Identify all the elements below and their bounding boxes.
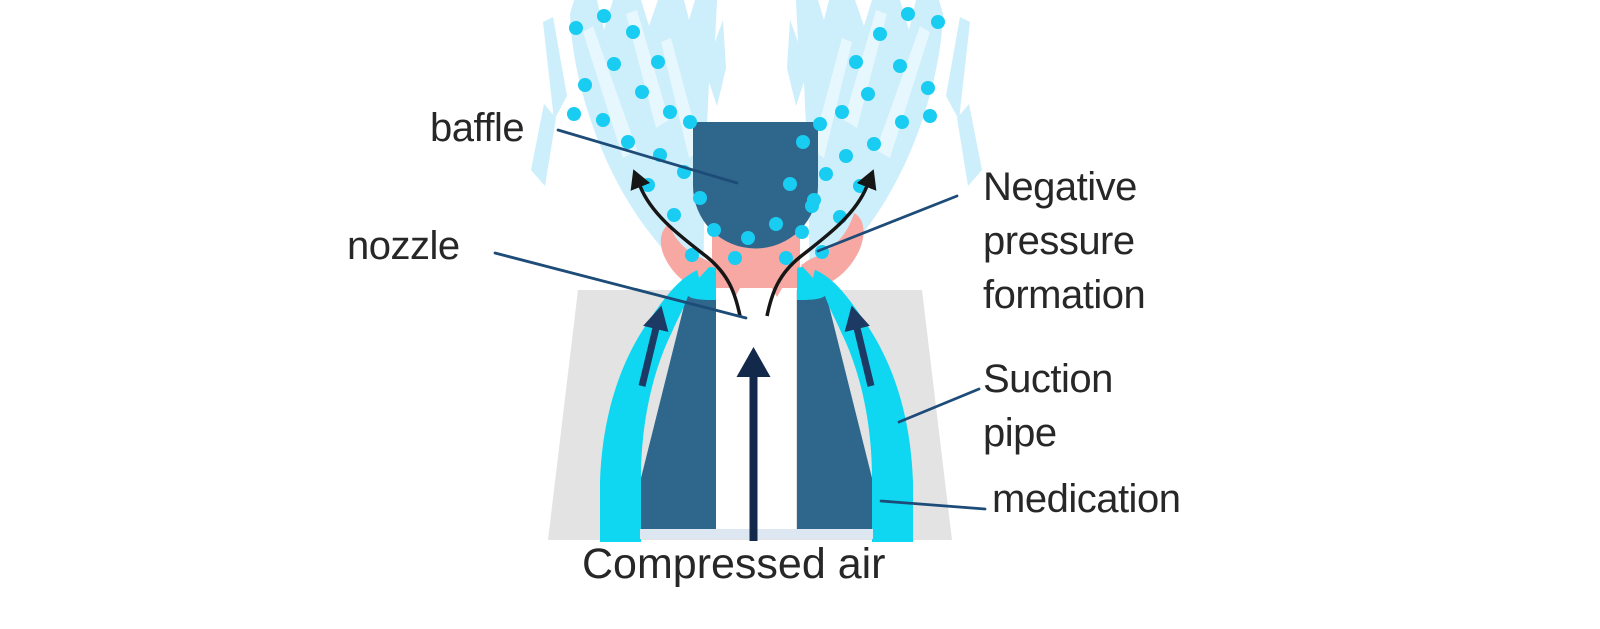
droplet: [741, 231, 755, 245]
compressed-air-label: Compressed air: [582, 540, 886, 588]
droplet: [849, 55, 863, 69]
medication-label: medication: [992, 477, 1181, 521]
droplet: [819, 167, 833, 181]
droplet: [578, 78, 592, 92]
medication-leader-line: [879, 499, 987, 511]
baffle-leader-line: [556, 128, 739, 185]
airflow-path-right: [765, 169, 877, 317]
mist-spike: [531, 104, 556, 186]
suction-pipe-leader-line: [897, 387, 981, 424]
droplet: [569, 21, 583, 35]
nozzle-cone-left: [628, 282, 716, 530]
suction-flow-arrow-left: [638, 305, 669, 387]
droplet: [667, 208, 681, 222]
droplet: [923, 109, 937, 123]
droplet: [901, 7, 915, 21]
pink-inflow-arrow: [801, 256, 818, 278]
droplet: [621, 135, 635, 149]
negative-pressure-label: Negative pressure formation: [983, 165, 1146, 317]
droplet: [683, 115, 697, 129]
droplet: [873, 27, 887, 41]
droplet: [839, 149, 853, 163]
suction-pipe-label: Suction pipe: [983, 357, 1113, 455]
droplet: [805, 199, 819, 213]
droplet: [663, 105, 677, 119]
droplet: [867, 137, 881, 151]
airflow-path-left: [630, 169, 742, 317]
nozzle-label: nozzle: [347, 224, 460, 268]
mist-spike: [543, 17, 567, 120]
droplet: [861, 87, 875, 101]
mist-streak: [583, 26, 637, 158]
droplet: [783, 177, 797, 191]
droplet: [693, 191, 707, 205]
suction-pipe-left: [600, 267, 716, 542]
mist-droplets-on-baffle: [741, 135, 819, 245]
pink-inflow-arrow: [769, 283, 785, 297]
negative-pressure-leader-line: [816, 194, 959, 253]
droplet: [651, 55, 665, 69]
droplet: [626, 25, 640, 39]
droplet: [779, 251, 793, 265]
droplet: [597, 9, 611, 23]
baffle-label: baffle: [430, 106, 525, 150]
droplet: [728, 251, 742, 265]
droplet: [813, 117, 827, 131]
droplet: [685, 248, 699, 262]
droplet: [795, 225, 809, 239]
nozzle-leader-line: [493, 251, 748, 320]
droplet: [596, 113, 610, 127]
droplet: [893, 59, 907, 73]
droplet: [895, 115, 909, 129]
baffle-shape: [693, 122, 818, 249]
droplet: [607, 57, 621, 71]
droplet: [796, 135, 810, 149]
droplet: [635, 85, 649, 99]
droplet: [707, 223, 721, 237]
pink-inflow-arrow: [694, 256, 711, 278]
droplet: [921, 81, 935, 95]
mist-droplets-right: [779, 7, 945, 265]
droplet: [931, 15, 945, 29]
droplet: [567, 107, 581, 121]
droplet: [835, 105, 849, 119]
mist-streak: [626, 10, 669, 128]
droplet: [769, 217, 783, 231]
